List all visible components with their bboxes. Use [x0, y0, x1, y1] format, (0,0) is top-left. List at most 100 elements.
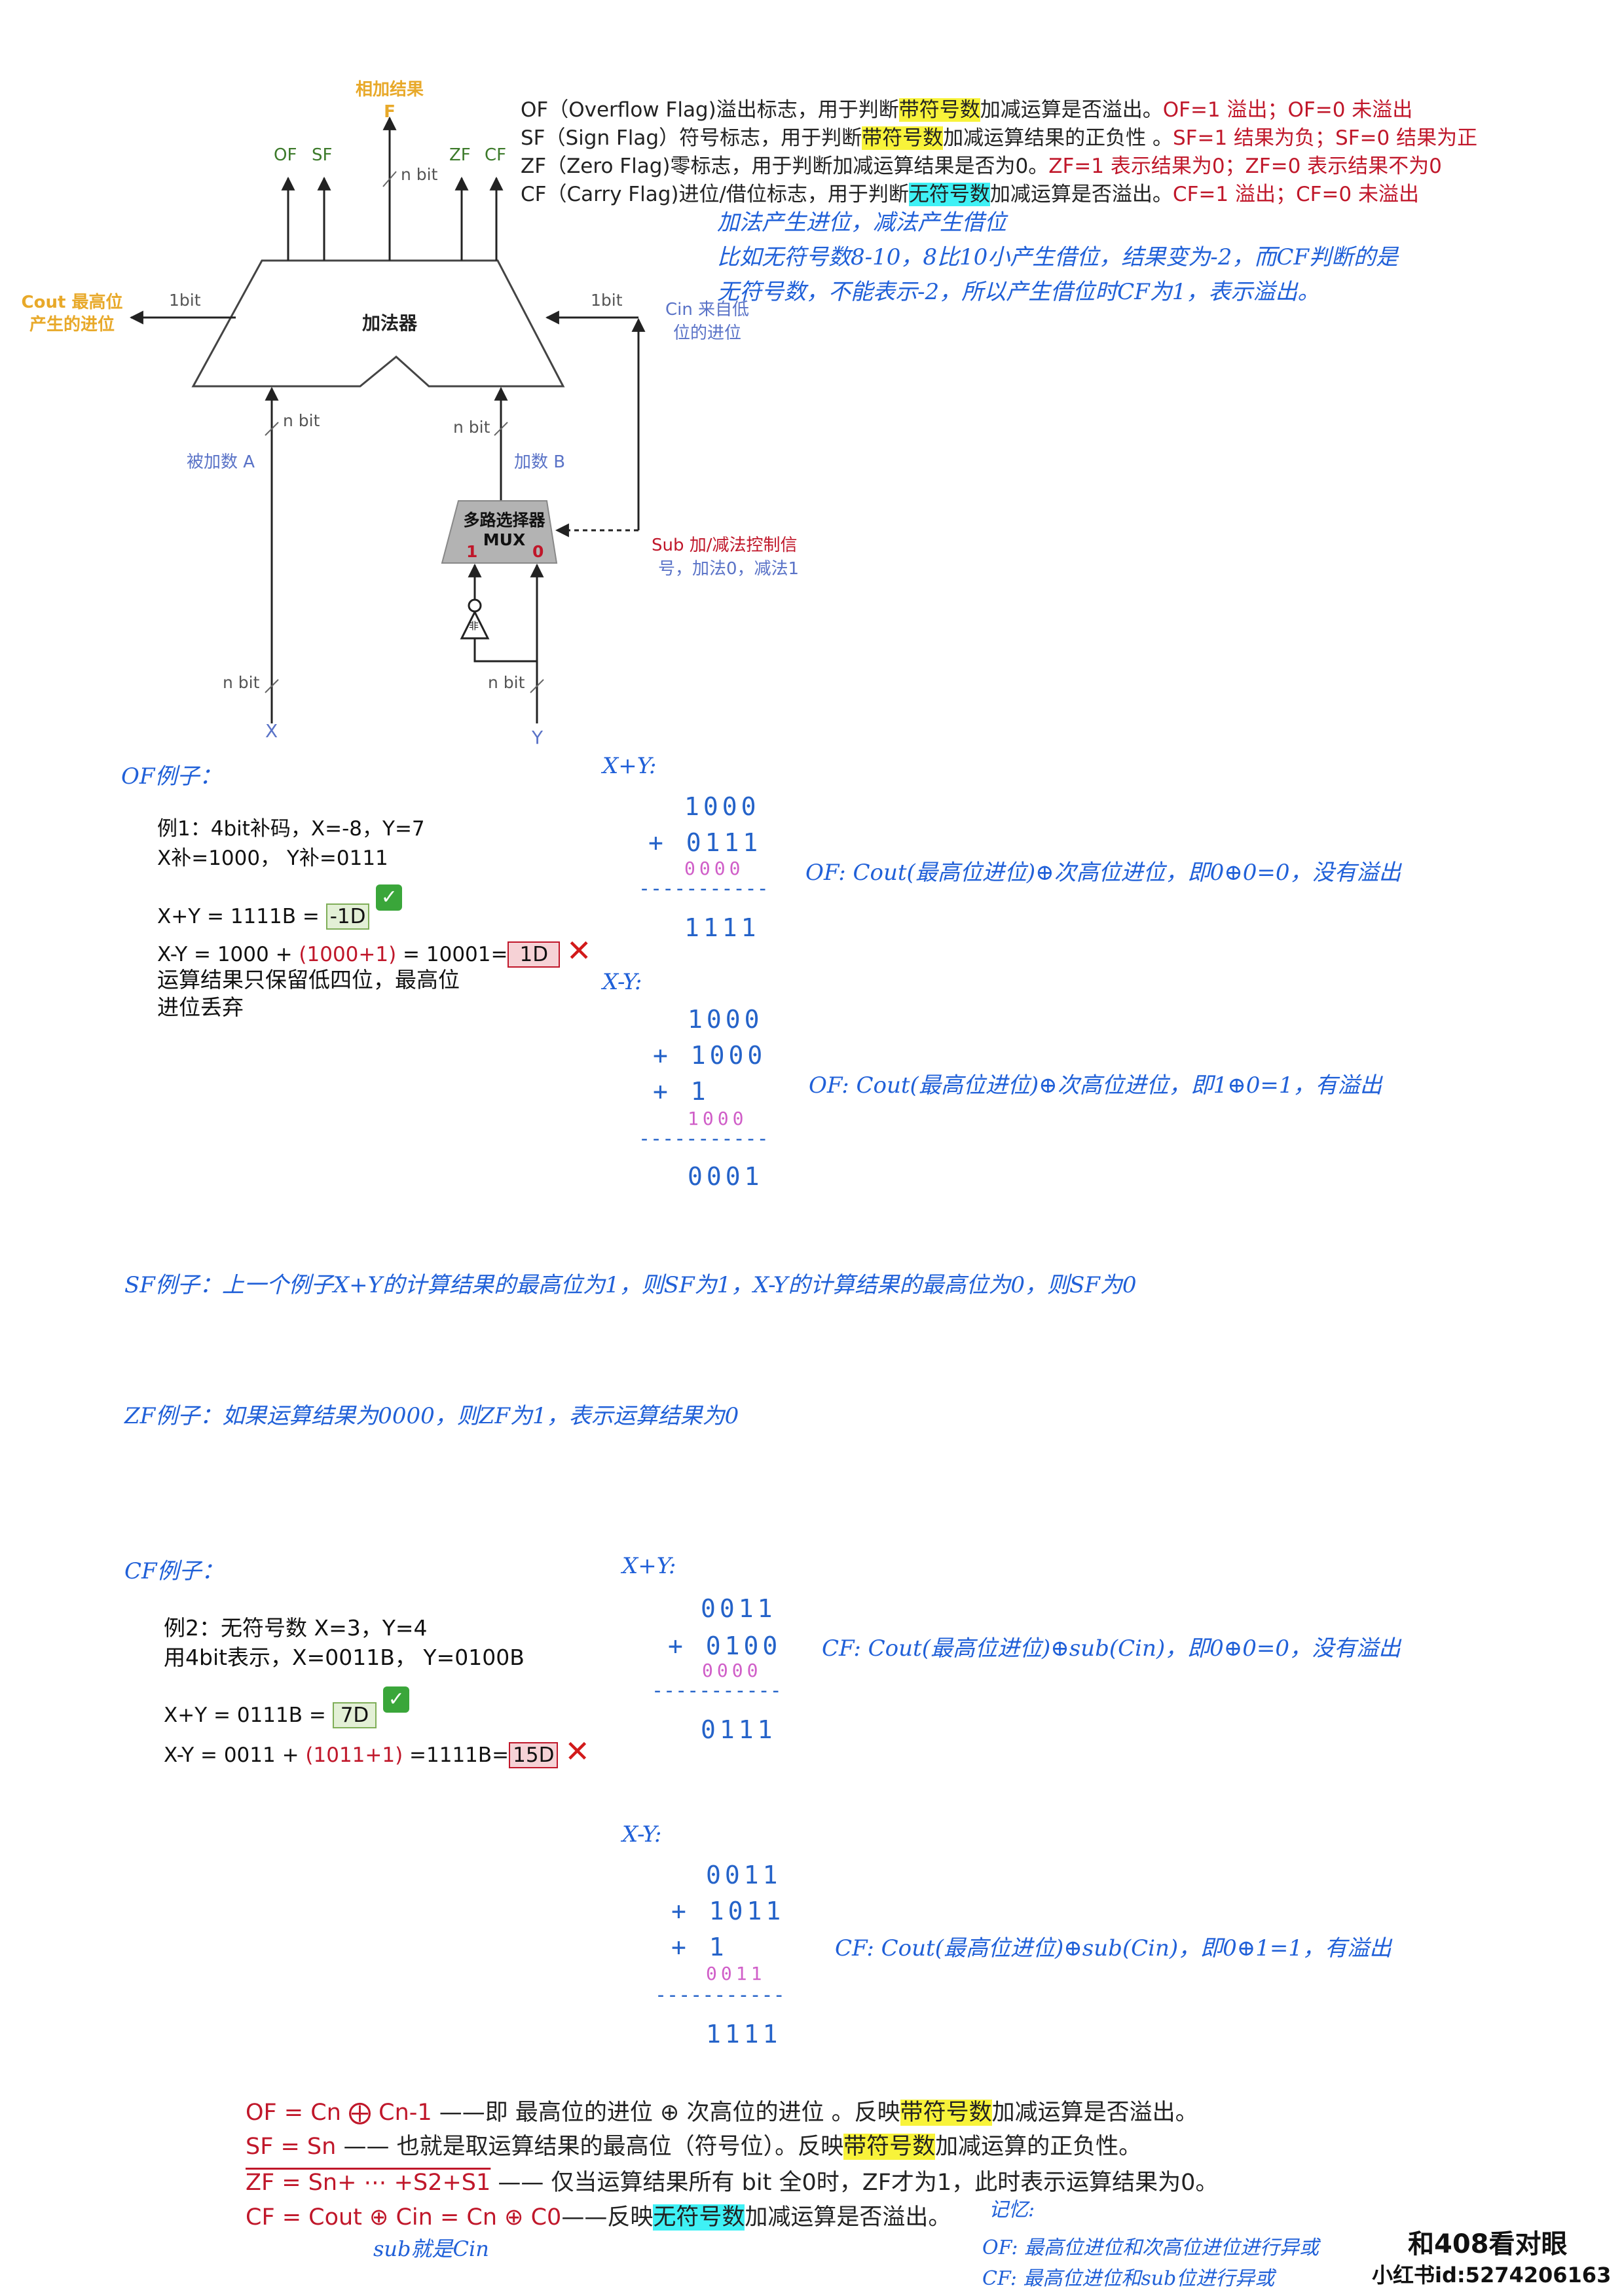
flag-desc-zf: ZF（Zero Flag)零标志，用于判断加减运算结果是否为0。ZF=1 表示结… — [521, 149, 1442, 179]
flag-desc-sf-highlight: 带符号数 — [862, 126, 944, 150]
of-add-title: X+Y: — [602, 753, 657, 779]
cout-label: Cout 最高位 产生的进位 — [20, 291, 124, 336]
of-sub-text-pre: X-Y = 1000 + — [157, 943, 299, 966]
formula-of: OF = Cn ⨁ Cn-1 ——即 最高位的进位 ⊕ 次高位的进位 。反映带符… — [246, 2094, 1198, 2127]
of-add-result: 1111 — [684, 913, 760, 942]
mux-label-line1: 多路选择器 — [463, 511, 545, 530]
flag-desc-of-highlight: 带符号数 — [898, 98, 980, 122]
flag-label-of: OF — [274, 145, 297, 165]
cf-sub-dash: ----------- — [655, 1984, 785, 2007]
cf-sum-text: X+Y = 0111B = — [164, 1704, 326, 1727]
cf-sub-row2: + 1011 — [671, 1897, 785, 1925]
cf-sub-title: X-Y: — [622, 1821, 662, 1848]
cf-add-carry: 0000 — [702, 1660, 762, 1681]
cf-example-line1: 例2：无符号数 X=3，Y=4 — [164, 1615, 428, 1641]
of-sub-note: OF: Cout(最高位进位)⊕次高位进位，即1⊕0=1，有溢出 — [809, 1072, 1382, 1099]
flag-desc-cf-pre: CF（Carry Flag)进位/借位标志，用于判断 — [521, 183, 909, 206]
flag-desc-sf: SF（Sign Flag）符号标志，用于判断带符号数加减运算结果的正负性 。SF… — [521, 121, 1477, 151]
of-sum-box: -1D — [325, 903, 370, 930]
cf-add-dash: ----------- — [652, 1679, 782, 1702]
cf-example-sub-line: X-Y = 0011 + (1011+1) =1111B=15D ✕ — [164, 1734, 590, 1769]
not-gate — [460, 610, 490, 640]
not-gate-label: 非 — [469, 620, 479, 632]
formula-sf-post: 加减运算的正负性。 — [935, 2134, 1142, 2160]
of-sub-row3: + 1 — [653, 1077, 710, 1106]
of-note-line2: 进位丢弃 — [157, 994, 244, 1020]
result-label: 相加结果 F — [350, 79, 429, 123]
flag-desc-sf-values: SF=1 结果为负；SF=0 结果为正 — [1172, 126, 1478, 150]
of-add-row1: 1000 — [684, 792, 760, 821]
of-sub-row2: + 1000 — [653, 1041, 767, 1070]
flag-label-sf: SF — [312, 145, 333, 165]
flag-desc-of: OF（Overflow Flag)溢出标志，用于判断带符号数加减运算是否溢出。O… — [521, 93, 1412, 122]
of-sub-text-red: (1000+1) — [299, 943, 397, 966]
of-add-carry: 0000 — [684, 858, 745, 879]
flag-desc-cf: CF（Carry Flag)进位/借位标志，用于判断无符号数加减运算是否溢出。C… — [521, 177, 1419, 207]
mux-label-line2: MUX — [483, 530, 526, 549]
flag-desc-cf-highlight: 无符号数 — [908, 183, 990, 206]
cf-add-row2: + 0100 — [668, 1631, 782, 1660]
memo-line1: OF: 最高位进位和次高位进位进行异或 — [982, 2236, 1319, 2259]
formula-zf: ZF = Sn+ ⋯ +S2+S1 —— 仅当运算结果所有 bit 全0时，ZF… — [246, 2164, 1218, 2197]
formula-zf-text: —— 仅当运算结果所有 bit 全0时，ZF才为1，此时表示运算结果为0。 — [490, 2170, 1219, 2196]
cf-add-note: CF: Cout(最高位进位)⊕sub(Cin)，即0⊕0=0，没有溢出 — [822, 1635, 1401, 1662]
of-example-line2: X补=1000， Y补=0111 — [157, 847, 388, 870]
of-sub-dash: ----------- — [638, 1127, 769, 1150]
watermark-line2: 小红书id:5274206163 — [1372, 2263, 1612, 2287]
mux-input-0-label: 0 — [532, 542, 544, 561]
cf-note-line2: 比如无符号数8-10，8比10小产生借位，结果变为-2，而CF判断的是 — [717, 244, 1399, 270]
cf-sub-text-pre: X-Y = 0011 + — [164, 1743, 306, 1767]
formula-cf-highlight: 无符号数 — [653, 2204, 745, 2231]
adder-shape — [191, 259, 565, 388]
input-y-label: Y — [532, 727, 544, 748]
adder-label: 加法器 — [362, 312, 418, 334]
of-example-line1: 例1：4bit补码，X=-8，Y=7 — [157, 817, 425, 841]
nbit-slash-x — [265, 679, 279, 693]
cf-sub-text-red: (1011+1) — [305, 1743, 403, 1767]
sub-label-text: Sub 加/减法控制信 — [652, 536, 798, 555]
not-branch-line — [473, 638, 537, 663]
of-sub-title: X-Y: — [602, 969, 642, 995]
operand-a-label: 被加数 A — [187, 452, 255, 472]
mux-shape — [441, 500, 558, 564]
one-bit-right-label: 1bit — [591, 291, 623, 310]
nbit-label-a: n bit — [283, 411, 320, 430]
flag-desc-of-values: OF=1 溢出；OF=0 未溢出 — [1162, 98, 1413, 122]
not-bubble — [468, 598, 482, 613]
nbit-slash-y — [530, 679, 544, 693]
cf-add-row1: 0011 — [701, 1594, 777, 1623]
formula-sf-lhs: SF = Sn — [246, 2134, 337, 2160]
of-sub-box: 1D — [507, 941, 561, 968]
flag-desc-sf-post: 加减运算结果的正负性 。 — [943, 126, 1173, 150]
flag-desc-zf-values: ZF=1 表示结果为0；ZF=0 表示结果不为0 — [1048, 155, 1442, 178]
nbit-slash-a — [265, 422, 279, 436]
one-bit-left-label: 1bit — [169, 291, 201, 310]
cin-label-line1: Cin 来自低 — [665, 300, 750, 319]
mux-label: 多路选择器 MUX — [452, 511, 557, 550]
flag-desc-cf-values: CF=1 溢出；CF=0 未溢出 — [1172, 183, 1419, 206]
cf-add-title: X+Y: — [622, 1553, 676, 1579]
memo-line2: CF: 最高位进位和sub位进行异或 — [982, 2267, 1275, 2290]
of-sub-row1: 1000 — [688, 1005, 764, 1034]
cf-note-line3: 无符号数，不能表示-2，所以产生借位时CF为1，表示溢出。 — [717, 279, 1320, 305]
cout-label-line1: Cout 最高位 — [21, 293, 123, 312]
mux-input-1-label: 1 — [466, 542, 478, 561]
adder-diagram — [129, 116, 646, 723]
of-sub-text-mid: = 10001= — [396, 943, 508, 966]
check-icon: ✓ — [376, 884, 403, 911]
of-add-row2: + 0111 — [648, 828, 762, 857]
nbit-label-x: n bit — [223, 673, 260, 692]
of-note-line1: 运算结果只保留低四位，最高位 — [157, 967, 460, 993]
of-example-sub-line: X-Y = 1000 + (1000+1) = 10001=1D ✕ — [157, 933, 591, 968]
of-sub-result: 0001 — [688, 1162, 764, 1191]
cf-sub-note: CF: Cout(最高位进位)⊕sub(Cin)，即0⊕1=1，有溢出 — [835, 1935, 1392, 1961]
formula-of-highlight: 带符号数 — [900, 2100, 992, 2126]
formula-cf-lhs: CF = Cout ⊕ Cin = Cn ⊕ C0 — [246, 2204, 562, 2231]
flag-desc-cf-post: 加减运算是否溢出。 — [989, 183, 1173, 206]
watermark-line1: 和408看对眼 — [1408, 2229, 1568, 2259]
of-sub-carry: 1000 — [688, 1108, 748, 1129]
nbit-label-y: n bit — [488, 673, 525, 692]
zf-example: ZF例子：如果运算结果为0000，则ZF为1，表示运算结果为0 — [124, 1403, 739, 1429]
formula-sf-text: —— 也就是取运算结果的最高位（符号位）。反映 — [336, 2134, 844, 2160]
cf-example-sum-line: X+Y = 0111B = 7D ✓ — [164, 1686, 410, 1729]
